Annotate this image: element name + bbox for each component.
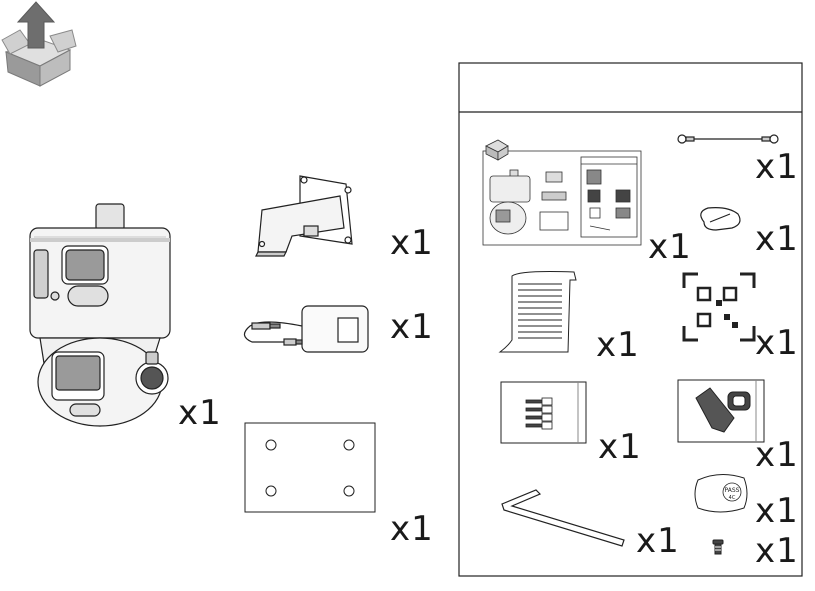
waterproof-connector-icon bbox=[677, 379, 765, 443]
carabiner-hook-icon bbox=[700, 207, 741, 231]
small-screw-quantity: x1 bbox=[755, 531, 799, 571]
box-with-up-arrow-icon bbox=[1, 1, 77, 87]
hook-quantity: x1 bbox=[755, 219, 799, 259]
screw-icon bbox=[712, 539, 724, 555]
wire-quantity: x1 bbox=[755, 147, 799, 187]
bracket-quantity: x1 bbox=[390, 223, 434, 263]
screws-quantity: x1 bbox=[598, 427, 642, 467]
qr-quantity: x1 bbox=[755, 323, 799, 363]
kit-preview-quantity: x1 bbox=[648, 227, 692, 267]
quick-guide-icon bbox=[498, 271, 577, 353]
safety-rope-icon bbox=[677, 134, 779, 144]
drill-template-icon bbox=[244, 422, 376, 513]
manual-quantity: x1 bbox=[596, 325, 640, 365]
qr-code-card-icon bbox=[682, 272, 756, 342]
power-adapter-icon bbox=[243, 305, 369, 353]
pass-badge-quantity: x1 bbox=[755, 491, 799, 531]
screw-kit-icon bbox=[500, 381, 587, 444]
ptz-camera-icon bbox=[29, 203, 171, 427]
wrench-quantity: x1 bbox=[636, 521, 680, 561]
pass-label-line2: 4C bbox=[729, 495, 736, 501]
package-contents-preview-icon bbox=[482, 139, 642, 246]
pass-desiccant-icon: PASS 4C bbox=[694, 474, 748, 513]
adapter-quantity: x1 bbox=[390, 307, 434, 347]
connector-quantity: x1 bbox=[755, 435, 799, 475]
wall-mount-bracket-icon bbox=[255, 175, 353, 257]
camera-quantity: x1 bbox=[178, 393, 222, 433]
hex-key-icon bbox=[501, 489, 625, 547]
pass-label-line1: PASS bbox=[725, 487, 740, 494]
template-quantity: x1 bbox=[390, 509, 434, 549]
accessories-panel bbox=[458, 62, 803, 577]
